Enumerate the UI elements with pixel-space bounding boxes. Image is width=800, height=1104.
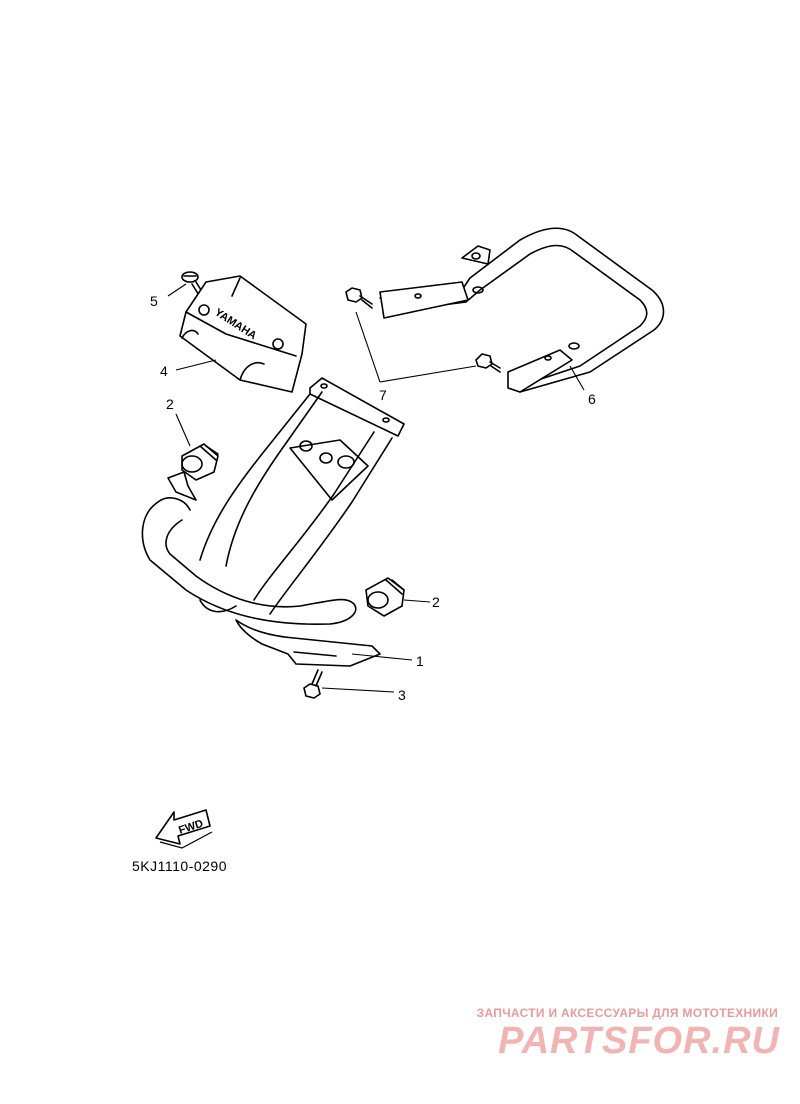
callout-6: 6	[588, 391, 596, 407]
callout-4: 4	[160, 363, 168, 379]
callout-5: 5	[150, 293, 158, 309]
leader-lines	[167, 283, 585, 693]
forward-direction-arrow-icon: FWD	[155, 809, 213, 849]
callout-3: 3	[398, 687, 406, 703]
grommet-part-2-lower	[365, 577, 405, 617]
bolt-part-7-upper	[345, 287, 373, 309]
watermark-logo: PARTSFOR.RU	[498, 1020, 780, 1062]
diagram-part-code: 5KJ1110-0290	[132, 858, 227, 874]
cover-part-4: YAMAHA	[179, 275, 307, 393]
grab-handle-part-6	[379, 227, 665, 393]
bolt-part-3	[303, 669, 323, 699]
watermark-tagline: ЗАПЧАСТИ И АКСЕССУАРЫ ДЛЯ МОТОТЕХНИКИ	[476, 1006, 778, 1020]
callout-7: 7	[379, 387, 387, 403]
grommet-part-2-upper	[167, 443, 219, 501]
main-bracket-part-1	[141, 377, 405, 667]
callout-2-upper: 2	[166, 396, 174, 412]
callout-2-lower: 2	[432, 594, 440, 610]
bolt-part-7-lower	[475, 353, 501, 373]
callout-1: 1	[416, 653, 424, 669]
